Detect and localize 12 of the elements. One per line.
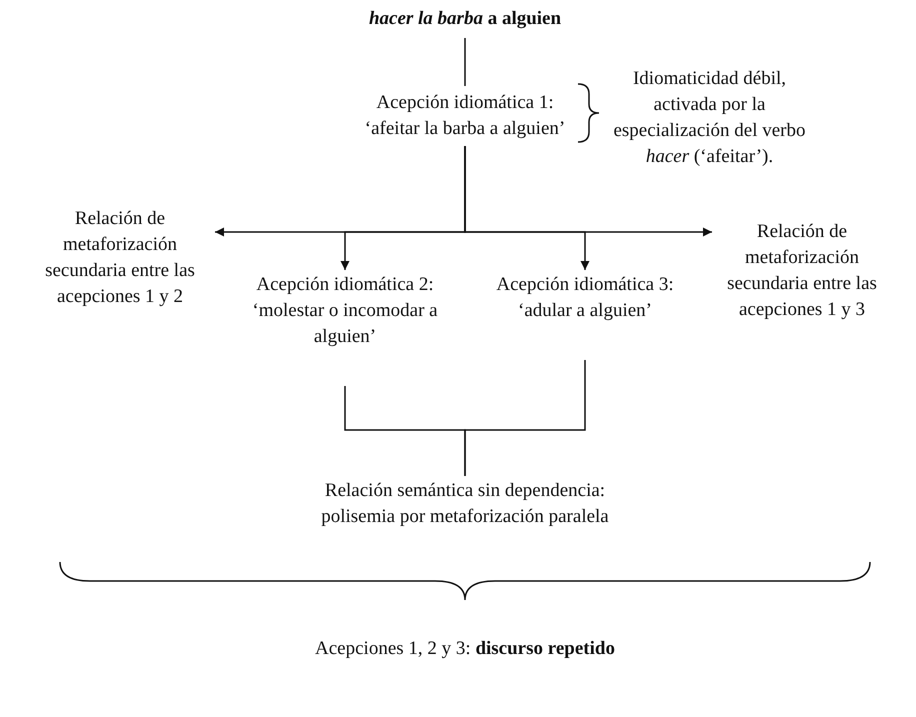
node-text: Relación de metaforización secundaria entre las acepciones 1 y 2 [44,207,196,309]
node-text: Relación de metaforización secundaria entre las acepciones 1 y 3 [726,220,878,322]
summary-text: Acepciones 1, 2 y 3: discurso repetido [314,637,616,661]
node-text: Acepción idiomática 3: ‘adular a alguien’ [495,273,675,323]
annotation-text: Idiomaticidad débil, activada por la especialización del verbo hacer (‘afeitar’). [612,67,806,169]
heading-text: hacer la barba a alguien [368,7,562,31]
node-text: Acepción idiomática 2: ‘molestar o incomodar a alguien’ [251,273,439,349]
connector-line [464,38,466,86]
node-text: Acepción idiomática 1: ‘afeitar la barba a alguien’ [364,91,566,141]
node-text: Relación semántica sin dependencia: polisemia por metaforización paralela [320,479,610,529]
connector-line [464,360,586,476]
arrow [464,146,590,270]
